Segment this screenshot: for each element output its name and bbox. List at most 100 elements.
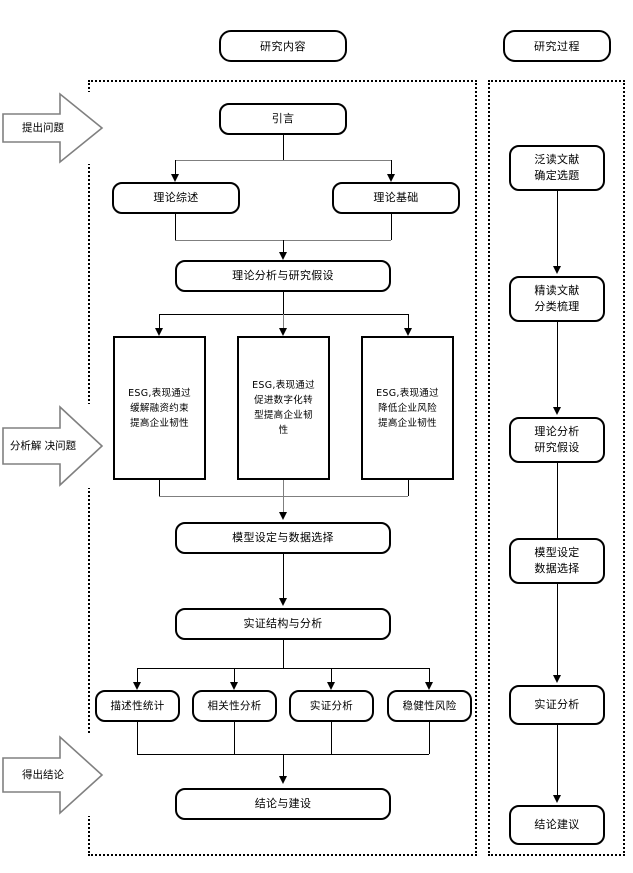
node-descriptive-statistics: 描述性统计 xyxy=(95,690,180,722)
node-process-step1-text: 泛读文献 确定选题 xyxy=(534,152,579,184)
header-research-content: 研究内容 xyxy=(219,30,347,62)
arrowhead-to-theory-analysis xyxy=(278,252,287,260)
connector-empirical-analysis-down xyxy=(331,722,332,754)
connector-process-1-2 xyxy=(557,191,558,269)
stage-banner-draw-conclusion: 得出结论 xyxy=(2,734,104,816)
connector-correlation-down xyxy=(234,722,235,754)
connector-process-5-6 xyxy=(557,725,558,798)
header-research-content-label: 研究内容 xyxy=(260,40,306,53)
arrowhead-process-to-step3 xyxy=(552,407,561,415)
stage-banner-draw-conclusion-label: 得出结论 xyxy=(22,768,64,781)
node-process-step3-line2: 研究假设 xyxy=(534,441,580,454)
node-conclusion-suggestion: 结论与建设 xyxy=(175,788,391,820)
arrowhead-to-theory-basis xyxy=(386,174,395,182)
connector-theory-analysis-down xyxy=(283,292,284,314)
node-model-data-selection-label: 模型设定与数据选择 xyxy=(232,531,334,544)
arrowhead-to-model-data xyxy=(278,512,287,520)
node-theory-review: 理论综述 xyxy=(112,182,240,214)
connector-process-3-4 xyxy=(557,463,558,544)
node-mechanism-risk-reduction: ESG,表现通过 降低企业风险 提高企业韧性 xyxy=(361,336,454,480)
header-research-process-label: 研究过程 xyxy=(534,40,580,53)
arrowhead-to-descriptive-statistics xyxy=(132,682,141,690)
node-mechanism-2-text: ESG,表现通过 促进数字化转 型提高企业韧 性 xyxy=(252,378,315,438)
arrowhead-to-empirical-analysis xyxy=(326,682,335,690)
node-mechanism-1-line2: 缓解融资约束 xyxy=(130,402,189,414)
node-process-step6-label: 结论建议 xyxy=(534,818,580,831)
arrowhead-to-mechanism-3 xyxy=(403,328,412,336)
arrowhead-process-to-step2 xyxy=(552,266,561,274)
node-mechanism-3-line1: ESG,表现通过 xyxy=(376,387,439,399)
node-mechanism-1-text: ESG,表现通过 缓解融资约束 提高企业韧性 xyxy=(128,386,191,431)
connector-merge-down-1 xyxy=(283,240,284,255)
node-process-step5: 实证分析 xyxy=(509,685,605,725)
connector-split-a xyxy=(137,668,138,684)
connector-descriptive-down xyxy=(137,722,138,754)
connector-theory-basis-down xyxy=(391,214,392,240)
connector-split-left-1 xyxy=(175,160,176,177)
connector-split-c xyxy=(331,668,332,684)
node-process-step2: 精读文献 分类梳理 xyxy=(509,276,605,322)
node-model-data-selection: 模型设定与数据选择 xyxy=(175,522,391,554)
connector-split-b xyxy=(234,668,235,684)
node-mechanism-1-line3: 提高企业韧性 xyxy=(130,417,189,429)
connector-process-4-5 xyxy=(557,584,558,678)
connector-mechanism-3-down xyxy=(408,480,409,496)
node-process-step4-line2: 数据选择 xyxy=(534,562,580,575)
node-intro: 引言 xyxy=(219,103,347,135)
node-theory-basis: 理论基础 xyxy=(332,182,460,214)
connector-model-to-empirical xyxy=(283,554,284,601)
node-robustness-risk: 稳健性风险 xyxy=(387,690,472,722)
node-theory-review-label: 理论综述 xyxy=(153,191,199,204)
arrowhead-process-to-step5 xyxy=(552,675,561,683)
node-mechanism-2-line3: 型提高企业韧 xyxy=(254,410,313,421)
connector-split-right-2 xyxy=(408,314,409,330)
node-mechanism-digital-transformation: ESG,表现通过 促进数字化转 型提高企业韧 性 xyxy=(237,336,330,480)
node-correlation-analysis: 相关性分析 xyxy=(192,690,277,722)
node-process-step3-line1: 理论分析 xyxy=(534,425,580,438)
connector-mechanism-1-down xyxy=(159,480,160,496)
header-research-process: 研究过程 xyxy=(503,30,611,62)
node-process-step2-line1: 精读文献 xyxy=(534,284,580,297)
arrowhead-to-robustness-risk xyxy=(424,682,433,690)
connector-mechanism-2-down xyxy=(283,480,284,514)
node-process-step6: 结论建议 xyxy=(509,805,605,845)
arrowhead-to-mechanism-1 xyxy=(154,328,163,336)
stage-banner-analyze-solve-label: 分析解 决问题 xyxy=(10,439,96,454)
node-mechanism-2-line4: 性 xyxy=(278,425,289,436)
node-process-step4: 模型设定 数据选择 xyxy=(509,538,605,584)
connector-merge-bar-2 xyxy=(159,496,408,497)
connector-process-2-3 xyxy=(557,322,558,410)
right-arrow-shape-icon xyxy=(2,405,104,487)
node-process-step3-text: 理论分析 研究假设 xyxy=(534,424,579,456)
node-empirical-analysis-label: 实证分析 xyxy=(309,700,354,712)
research-process-panel xyxy=(488,80,625,856)
connector-robustness-down xyxy=(429,722,430,754)
connector-theory-review-down xyxy=(175,214,176,240)
stage-banner-pose-problem-label: 提出问题 xyxy=(22,121,64,134)
node-correlation-analysis-label: 相关性分析 xyxy=(207,700,262,712)
node-mechanism-3-line2: 降低企业风险 xyxy=(378,402,437,414)
node-process-step2-line2: 分类梳理 xyxy=(534,300,580,313)
node-process-step5-label: 实证分析 xyxy=(534,698,580,711)
connector-split-left-2 xyxy=(159,314,160,330)
stage-banner-analyze-solve: 分析解 决问题 xyxy=(2,404,104,488)
node-mechanism-financing-constraint: ESG,表现通过 缓解融资约束 提高企业韧性 xyxy=(113,336,206,480)
right-arrow-shape-icon xyxy=(2,735,104,815)
node-empirical-structure-analysis: 实证结构与分析 xyxy=(175,608,391,640)
connector-split-d xyxy=(429,668,430,684)
node-conclusion-suggestion-label: 结论与建设 xyxy=(254,797,312,810)
stage-banner-analyze-solve-line1: 分析解 xyxy=(9,439,42,452)
node-process-step1-line1: 泛读文献 xyxy=(534,153,580,166)
node-process-step3: 理论分析 研究假设 xyxy=(509,417,605,463)
stage-banner-pose-problem: 提出问题 xyxy=(2,92,104,164)
node-process-step4-line1: 模型设定 xyxy=(534,546,580,559)
connector-split-mid-2 xyxy=(283,314,284,330)
node-theory-basis-label: 理论基础 xyxy=(373,191,419,204)
node-mechanism-2-line1: ESG,表现通过 xyxy=(252,380,315,391)
arrowhead-to-correlation-analysis xyxy=(229,682,238,690)
node-mechanism-3-line3: 提高企业韧性 xyxy=(378,417,437,429)
node-theory-analysis-hypothesis-label: 理论分析与研究假设 xyxy=(232,269,334,282)
arrowhead-to-empirical-structure xyxy=(278,598,287,606)
node-descriptive-statistics-label: 描述性统计 xyxy=(110,700,165,712)
